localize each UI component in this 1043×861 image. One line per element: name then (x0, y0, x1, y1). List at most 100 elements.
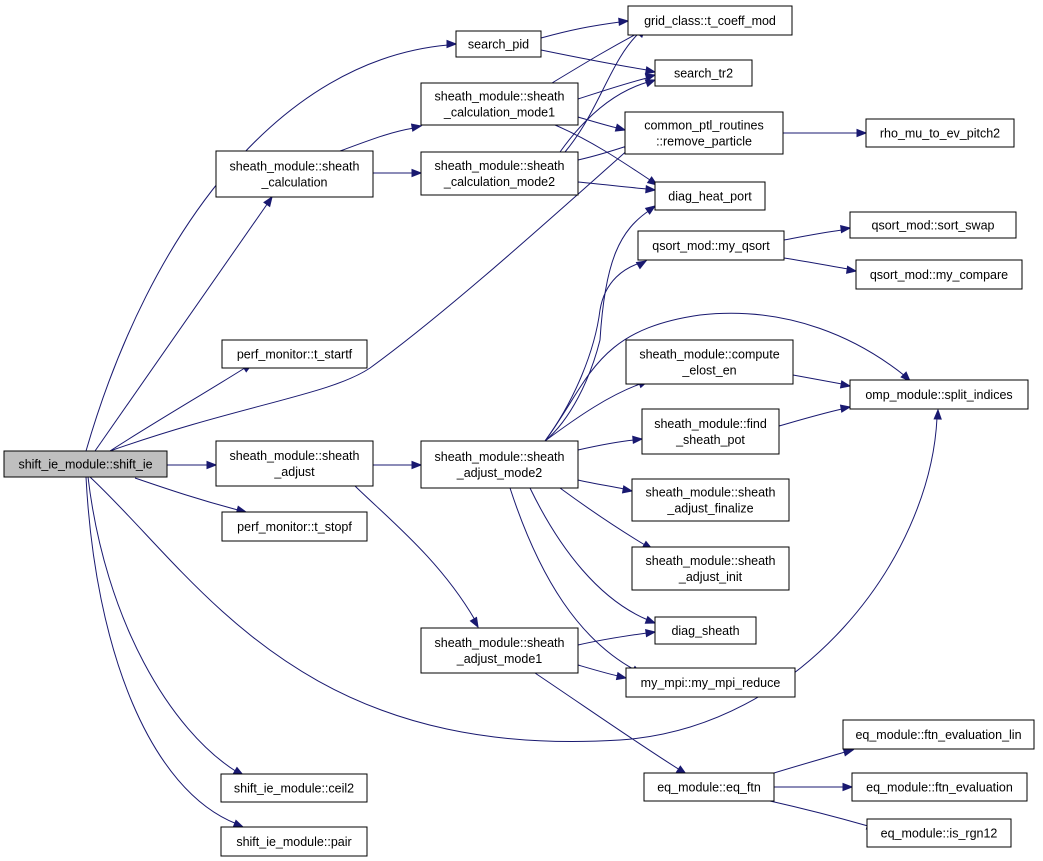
function-node-root[interactable]: shift_ie_module::shift_ie (3, 450, 168, 478)
node-box (420, 440, 579, 489)
edge-am1-to-mpired (577, 664, 628, 681)
arrowhead-icon (411, 168, 423, 178)
edge-root-to-ceil2 (87, 476, 245, 776)
node-label: rho_mu_to_ev_pitch2 (880, 127, 1000, 141)
edge-line (577, 479, 625, 490)
edge-line (577, 664, 619, 677)
function-node-qsort[interactable]: qsort_mod::my_qsort (637, 230, 785, 261)
node-box (654, 181, 766, 211)
function-node-stopf[interactable]: perf_monitor::t_stopf (221, 511, 368, 542)
node-box (215, 150, 374, 198)
function-node-cm2[interactable]: sheath_module::sheath_calculation_mode2 (420, 151, 579, 196)
node-box (420, 627, 579, 674)
edge-line (529, 487, 649, 621)
arrowhead-icon (618, 17, 630, 27)
node-label: sheath_module::find (654, 417, 767, 431)
node-label: _adjust (273, 465, 315, 479)
function-node-cm1[interactable]: sheath_module::sheath_calculation_mode1 (420, 82, 579, 126)
function-node-ftneval[interactable]: eq_module::ftn_evaluation (851, 772, 1028, 802)
edge-am2-to-findpot (577, 435, 644, 451)
function-node-adjust[interactable]: sheath_module::sheath_adjust (215, 440, 374, 487)
node-box (851, 772, 1028, 802)
edge-am2-to-qsort (544, 260, 648, 442)
edge-line (509, 487, 636, 671)
node-label: sheath_module::sheath (230, 449, 360, 463)
edge-line (783, 229, 843, 241)
arrowhead-icon (644, 205, 657, 215)
arrowhead-icon (446, 39, 458, 49)
function-node-ceil2[interactable]: shift_ie_module::ceil2 (220, 773, 368, 803)
node-label: sheath_module::sheath (230, 160, 360, 174)
edge-line (551, 31, 641, 84)
function-node-celost[interactable]: sheath_module::compute_elost_en (625, 339, 794, 385)
node-label: my_mpi::my_mpi_reduce (641, 676, 781, 690)
edge-cpr-to-rho (783, 128, 868, 138)
function-node-am2[interactable]: sheath_module::sheath_adjust_mode2 (420, 440, 579, 489)
node-label: diag_sheath (671, 624, 739, 638)
function-node-ftnlin[interactable]: eq_module::ftn_evaluation_lin (842, 719, 1035, 750)
node-box (654, 59, 753, 87)
node-box (627, 5, 793, 36)
function-node-tr2[interactable]: search_tr2 (654, 59, 753, 87)
edge-line (769, 800, 869, 827)
arrowhead-icon (411, 460, 423, 470)
arrowhead-icon (621, 485, 634, 494)
edge-line (577, 632, 648, 646)
function-node-afin[interactable]: sheath_module::sheath_adjust_finalize (631, 478, 790, 522)
node-box (221, 511, 368, 542)
node-label: eq_module::is_rgn12 (881, 827, 998, 841)
function-node-split[interactable]: omp_module::split_indices (849, 379, 1029, 410)
arrowhead-icon (263, 195, 273, 208)
node-box (842, 719, 1035, 750)
edge-line (354, 485, 476, 621)
node-label: ::remove_particle (656, 135, 752, 149)
edge-line (87, 476, 238, 773)
edge-am2-to-afin (577, 479, 634, 494)
edge-adjust-to-am1 (354, 485, 479, 629)
node-label: shift_ie_module::shift_ie (18, 458, 152, 472)
node-label: sheath_module::compute (639, 348, 779, 362)
edge-root-to-search_pid (85, 39, 458, 452)
edge-eqftn-to-rgn12 (769, 800, 878, 830)
node-label: _calculation (260, 176, 327, 190)
edge-line (85, 476, 238, 825)
edge-am2-to-dhp (544, 205, 657, 442)
edge-line (544, 209, 651, 442)
function-node-findpot[interactable]: sheath_module::find_sheath_pot (641, 408, 780, 455)
function-node-ainit[interactable]: sheath_module::sheath_adjust_init (631, 546, 790, 591)
node-box (654, 616, 757, 645)
node-box (455, 30, 542, 58)
function-node-compare[interactable]: qsort_mod::my_compare (855, 259, 1023, 290)
function-node-search_pid[interactable]: search_pid (455, 30, 542, 58)
edge-line (554, 124, 651, 181)
node-label: eq_module::ftn_evaluation_lin (855, 728, 1021, 742)
node-label: omp_module::split_indices (865, 388, 1012, 402)
function-node-swap[interactable]: qsort_mod::sort_swap (849, 211, 1017, 239)
node-box (221, 339, 368, 369)
function-node-mpired[interactable]: my_mpi::my_mpi_reduce (625, 667, 796, 698)
function-node-cpr[interactable]: common_ptl_routines::remove_particle (624, 111, 784, 155)
function-node-dsheath[interactable]: diag_sheath (654, 616, 757, 645)
node-label: eq_module::eq_ftn (657, 781, 761, 795)
function-node-rho[interactable]: rho_mu_to_ev_pitch2 (865, 118, 1015, 148)
node-label: _adjust_mode1 (456, 652, 543, 666)
function-node-dhp[interactable]: diag_heat_port (654, 181, 766, 211)
arrowhead-icon (469, 616, 479, 629)
node-label: _calculation_mode1 (443, 106, 555, 120)
function-node-calc[interactable]: sheath_module::sheath_calculation (215, 150, 374, 198)
arrowhead-icon (900, 371, 911, 382)
function-node-am1[interactable]: sheath_module::sheath_adjust_mode1 (420, 627, 579, 674)
node-label: _adjust_mode2 (456, 466, 543, 480)
edge-am1-to-dsheath (577, 628, 657, 646)
arrowhead-icon (846, 265, 858, 274)
function-node-startf[interactable]: perf_monitor::t_startf (221, 339, 368, 369)
function-node-pair[interactable]: shift_ie_module::pair (220, 826, 368, 857)
function-node-eqftn[interactable]: eq_module::eq_ftn (643, 772, 775, 802)
function-node-rgn12[interactable]: eq_module::is_rgn12 (866, 818, 1012, 848)
edge-line (783, 257, 849, 270)
function-node-grid[interactable]: grid_class::t_coeff_mod (627, 5, 793, 36)
arrowhead-icon (206, 460, 218, 470)
arrowhead-icon (614, 123, 627, 132)
edge-adjust-to-am2 (373, 460, 423, 470)
